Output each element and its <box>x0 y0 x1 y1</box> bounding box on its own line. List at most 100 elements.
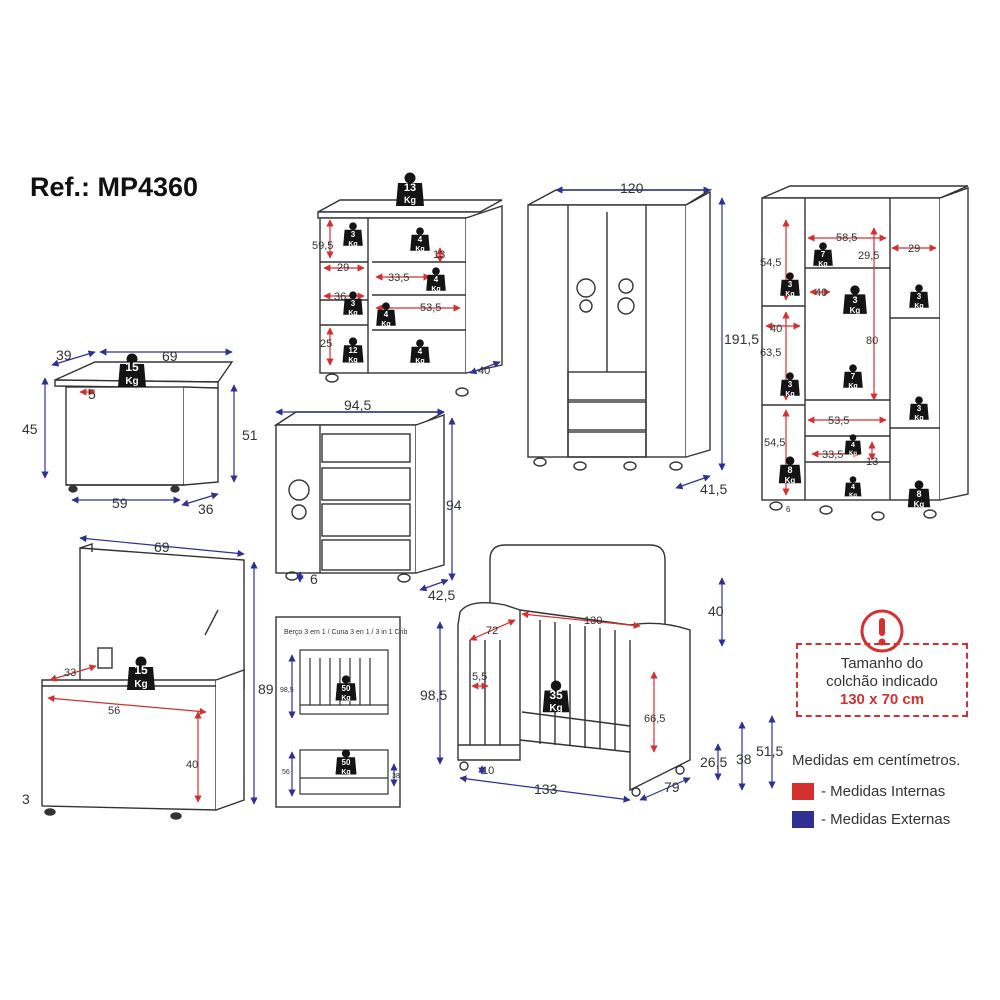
dim-width: 133 <box>534 781 558 797</box>
crib <box>457 544 691 797</box>
dim-40-a: 40 <box>815 287 827 299</box>
dim-top-width: 69 <box>162 348 178 364</box>
dim-inner-gap: 5 <box>88 386 96 402</box>
weight-value: 3 <box>351 299 356 308</box>
weight-value: 4 <box>851 442 855 449</box>
dim-72: 72 <box>486 625 498 637</box>
dim-width-33: 33,5 <box>388 272 409 284</box>
weight-value: 35 <box>549 688 563 702</box>
dim-63: 63,5 <box>760 347 781 359</box>
dim-depth: 42,5 <box>428 587 455 603</box>
weight-unit: Kg <box>914 303 923 310</box>
dim-side-height: 51 <box>242 427 258 443</box>
weight-value: 8 <box>787 465 792 475</box>
dim-foot: 6 <box>310 571 318 587</box>
dim-40: 40 <box>186 759 198 771</box>
toy-chest-labels: 39 69 5 45 51 59 36 <box>22 347 258 517</box>
small-dresser <box>273 411 445 583</box>
small-dresser-labels: 94,5 94 6 42,5 <box>310 397 462 603</box>
dresser-top-weight: 13 Kg <box>396 172 424 206</box>
weight-unit: Kg <box>914 415 923 422</box>
notice-line-2: colchão indicado <box>826 673 938 690</box>
dim-66: 66,5 <box>644 713 665 725</box>
weight-value: 15 <box>134 663 148 677</box>
dim-53: 53,5 <box>828 415 849 427</box>
weight-value: 7 <box>851 372 856 381</box>
weight-unit: Kg <box>785 291 794 298</box>
dim-head-h: 40 <box>708 603 724 619</box>
weight-value: 13 <box>404 182 416 194</box>
dim-front-height: 45 <box>22 421 38 437</box>
weight-value: 4 <box>418 235 423 244</box>
dim-56: 56 <box>108 705 120 717</box>
legend-internal-label: - Medidas Internas <box>821 782 946 800</box>
dim-shelf-h: 13 <box>433 249 445 261</box>
dim-height: 94 <box>446 497 462 513</box>
wardrobe-dims <box>555 186 726 490</box>
legend-external-label: - Medidas Externas <box>821 810 951 828</box>
toy-chest-open-weight: 15 Kg <box>127 656 155 690</box>
weight-value: 3 <box>788 280 793 289</box>
legend-internal: - Medidas Internas <box>792 777 997 805</box>
weight-value: 7 <box>821 250 826 259</box>
weight-unit: Kg <box>125 376 138 387</box>
crib-inset: Berço 3 em 1 / Cuna 3 en 1 / 3 in 1 Crib… <box>275 616 407 808</box>
dim-58: 58,5 <box>836 232 857 244</box>
dim-54-bot: 54,5 <box>764 437 785 449</box>
toy-chest-open-dims <box>47 535 258 805</box>
dim-130: 130 <box>584 615 602 627</box>
dim-height: 89 <box>258 681 274 697</box>
wardrobe-labels: 120 191,5 41,5 <box>620 180 759 497</box>
dim-height-25: 25 <box>320 338 332 350</box>
dim-width: 69 <box>154 539 170 555</box>
dim-height: 59,5 <box>312 240 333 252</box>
toy-chest-closed <box>54 361 234 493</box>
weight-value: 50 <box>342 684 351 693</box>
weight-unit: Kg <box>134 679 147 690</box>
mattress-notice: Tamanho do colchão indicado 130 x 70 cm <box>796 643 968 717</box>
dim-h2: 56 <box>282 769 290 776</box>
dim-depth: 40 <box>478 365 490 377</box>
dresser-dims <box>323 219 501 375</box>
dresser-shelf-weights: 3 Kg 4 Kg 4 Kg 3 Kg 4 Kg 12 Kg 4 Kg <box>342 222 446 365</box>
weight-value: 4 <box>434 275 439 284</box>
legend-external: - Medidas Externas <box>792 805 997 833</box>
dim-33: 33 <box>64 667 76 679</box>
dim-h1: 98,5 <box>280 687 294 694</box>
dim-top-depth: 39 <box>56 347 72 363</box>
toy-chest-open-labels: 69 33 56 40 89 3 <box>22 539 274 807</box>
crib-labels: 40 72 130 5,5 98,5 66,5 10 26,5 38 51,5 … <box>420 603 783 797</box>
toy-chest-dims <box>41 348 238 507</box>
dim-80: 80 <box>866 335 878 347</box>
weight-value: 3 <box>351 230 356 239</box>
weight-unit: Kg <box>785 476 796 485</box>
weight-value: 50 <box>342 758 351 767</box>
weight-unit: Kg <box>849 451 857 457</box>
weight-unit: Kg <box>431 286 440 293</box>
small-dresser-dims <box>275 408 456 592</box>
dim-6: 6 <box>786 505 791 514</box>
weight-value: 3 <box>788 380 793 389</box>
dim-13: 13 <box>866 456 878 468</box>
weight-value: 3 <box>852 295 857 305</box>
legend-title: Medidas em centímetros. <box>792 752 961 769</box>
dim-54-top: 54,5 <box>760 257 781 269</box>
dim-29-5: 29,5 <box>858 250 879 262</box>
weight-unit: Kg <box>341 695 350 702</box>
crib-weight: 35 Kg <box>542 680 570 714</box>
dim-26: 26,5 <box>700 754 727 770</box>
dim-33: 33,5 <box>822 449 843 461</box>
dim-29: 29 <box>908 243 920 255</box>
weight-unit: Kg <box>348 357 357 364</box>
weight-unit: Kg <box>348 310 357 317</box>
weight-unit: Kg <box>348 241 357 248</box>
dim-h3: 38 <box>392 773 400 780</box>
weight-unit: Kg <box>549 703 562 714</box>
dim-width-36: 36 <box>334 291 346 303</box>
dim-bottom-width: 59 <box>112 495 128 511</box>
dim-51: 51,5 <box>756 743 783 759</box>
weight-value: 3 <box>917 292 922 301</box>
weight-unit: Kg <box>415 358 424 365</box>
reference-title: Ref.: MP4360 <box>30 172 199 202</box>
dim-depth: 41,5 <box>700 481 727 497</box>
